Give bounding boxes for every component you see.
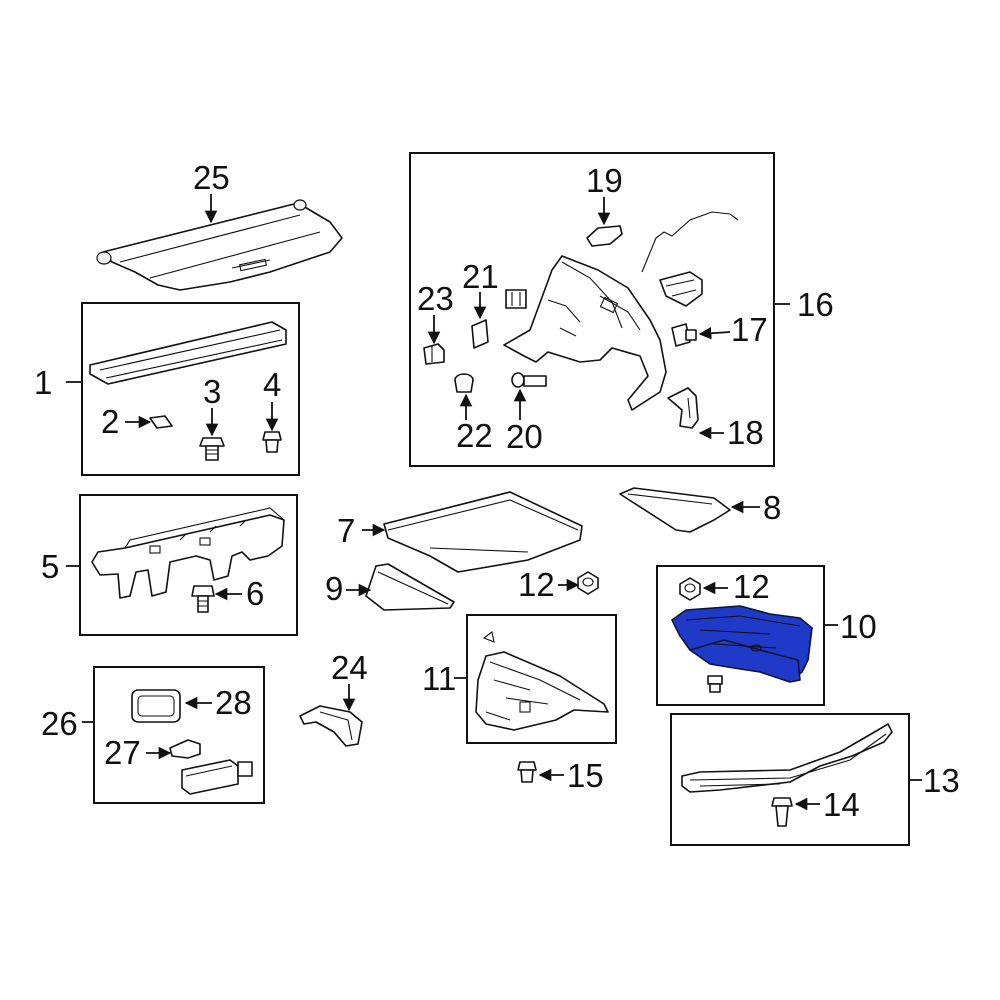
callout-12a: 12 <box>518 566 555 603</box>
part-21-clip[interactable] <box>471 289 527 349</box>
part-9-side-board[interactable] <box>365 563 455 611</box>
part-3-bolt[interactable] <box>199 437 225 461</box>
part-7-floor-mat[interactable] <box>383 491 583 573</box>
callout-12b: 12 <box>733 568 770 605</box>
callout-2: 2 <box>101 403 119 440</box>
callout-13: 13 <box>923 762 960 799</box>
group-box-16 <box>409 152 775 467</box>
part-17-clip[interactable] <box>671 323 697 347</box>
part-23-retainer[interactable] <box>423 343 445 365</box>
part-2-clip[interactable] <box>149 415 173 429</box>
group-box-5 <box>79 494 298 636</box>
part-25-tonneau-cover[interactable] <box>96 199 343 291</box>
part-15-clip[interactable] <box>517 761 537 783</box>
part-22-cap[interactable] <box>454 373 474 393</box>
part-19-pad[interactable] <box>586 225 623 247</box>
callout-10: 10 <box>840 608 877 645</box>
callout-19: 19 <box>586 162 623 199</box>
callout-21: 21 <box>462 258 499 295</box>
part-12-nut-a[interactable] <box>577 571 599 595</box>
part-13-scuff-plate[interactable] <box>681 723 893 793</box>
callout-23: 23 <box>417 280 454 317</box>
part-5-bracket[interactable] <box>91 507 285 599</box>
callout-9: 9 <box>325 570 343 607</box>
callout-18: 18 <box>727 414 764 451</box>
part-4-clip[interactable] <box>262 431 282 453</box>
part-wire-harness[interactable] <box>641 211 739 307</box>
part-27-bulb[interactable] <box>169 739 201 759</box>
part-20-pin[interactable] <box>511 372 547 388</box>
part-11-side-tray[interactable] <box>475 631 609 731</box>
group-box-11 <box>466 614 617 744</box>
group-box-26 <box>93 666 265 804</box>
group-box-1 <box>81 302 300 476</box>
part-12-nut-b[interactable] <box>679 577 701 601</box>
part-14-clip[interactable] <box>771 797 793 827</box>
part-10-clip[interactable] <box>707 675 723 693</box>
callout-4: 4 <box>263 366 281 403</box>
callout-15: 15 <box>567 757 604 794</box>
part-1-deck-board[interactable] <box>89 321 287 385</box>
callout-11: 11 <box>422 660 456 697</box>
part-16-quarter-trim[interactable] <box>503 255 667 411</box>
callout-17: 17 <box>731 311 768 348</box>
part-8-side-board[interactable] <box>619 487 731 533</box>
callout-26: 26 <box>41 705 78 742</box>
part-26-lamp-housing[interactable] <box>181 759 253 795</box>
callout-20: 20 <box>506 418 543 455</box>
callout-25: 25 <box>193 159 230 196</box>
part-10-storage-tray[interactable] <box>671 605 813 683</box>
callout-5: 5 <box>41 548 59 585</box>
callout-22: 22 <box>456 417 493 454</box>
callout-14: 14 <box>823 786 860 823</box>
callout-8: 8 <box>763 489 781 526</box>
callout-24: 24 <box>331 649 368 686</box>
callout-16: 16 <box>797 286 834 323</box>
callout-28: 28 <box>215 684 252 721</box>
part-18-cover[interactable] <box>667 387 699 429</box>
callout-6: 6 <box>246 575 264 612</box>
part-6-bolt[interactable] <box>191 585 215 613</box>
callout-3: 3 <box>203 373 221 410</box>
callout-27: 27 <box>104 734 141 771</box>
callout-1: 1 <box>34 364 52 401</box>
group-box-10 <box>656 565 825 706</box>
part-28-lens[interactable] <box>131 689 181 723</box>
leader-17 <box>698 326 731 340</box>
part-24-bracket[interactable] <box>299 705 363 747</box>
callout-7: 7 <box>337 512 355 549</box>
